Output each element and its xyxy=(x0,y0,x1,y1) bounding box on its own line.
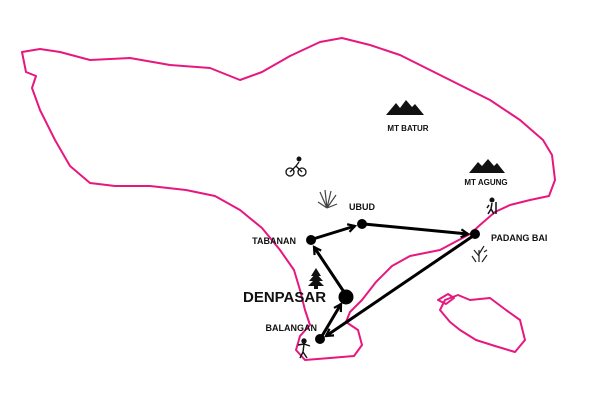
route-tabanan-ubud xyxy=(312,226,355,241)
route-padangbai-balangan xyxy=(326,234,474,336)
ubud-marker[interactable] xyxy=(357,219,367,229)
balangan-label: BALANGAN xyxy=(266,323,318,333)
balangan-marker[interactable] xyxy=(315,334,325,344)
denpasar-label: DENPASAR xyxy=(243,289,326,306)
plant-icon xyxy=(317,189,338,209)
cyclist-icon xyxy=(285,156,307,177)
nusa-lembongan-coastline xyxy=(437,293,455,305)
route-balangan-denpasar xyxy=(320,304,343,337)
mt-batur-label: MT BATUR xyxy=(387,124,428,133)
tabanan-label: TABANAN xyxy=(252,236,296,246)
mountain-icon xyxy=(386,100,424,115)
dancer-icon xyxy=(297,338,311,359)
mt-agung-label: MT AGUNG xyxy=(464,178,507,187)
padang-bai-marker[interactable] xyxy=(470,229,480,239)
denpasar-marker[interactable] xyxy=(338,289,354,305)
hiker-icon xyxy=(486,197,497,215)
route-ubud-padangbai xyxy=(363,222,468,234)
padang-bai-label: PADANG BAI xyxy=(491,233,547,243)
bali-coastline xyxy=(21,37,556,361)
nusa-penida-coastline xyxy=(439,294,526,353)
mountain-icon xyxy=(469,159,505,173)
temple-icon xyxy=(308,268,324,289)
coral-icon xyxy=(471,245,488,263)
ubud-label: UBUD xyxy=(349,202,375,212)
route-denpasar-tabanan xyxy=(312,247,346,293)
tabanan-marker[interactable] xyxy=(306,235,316,245)
